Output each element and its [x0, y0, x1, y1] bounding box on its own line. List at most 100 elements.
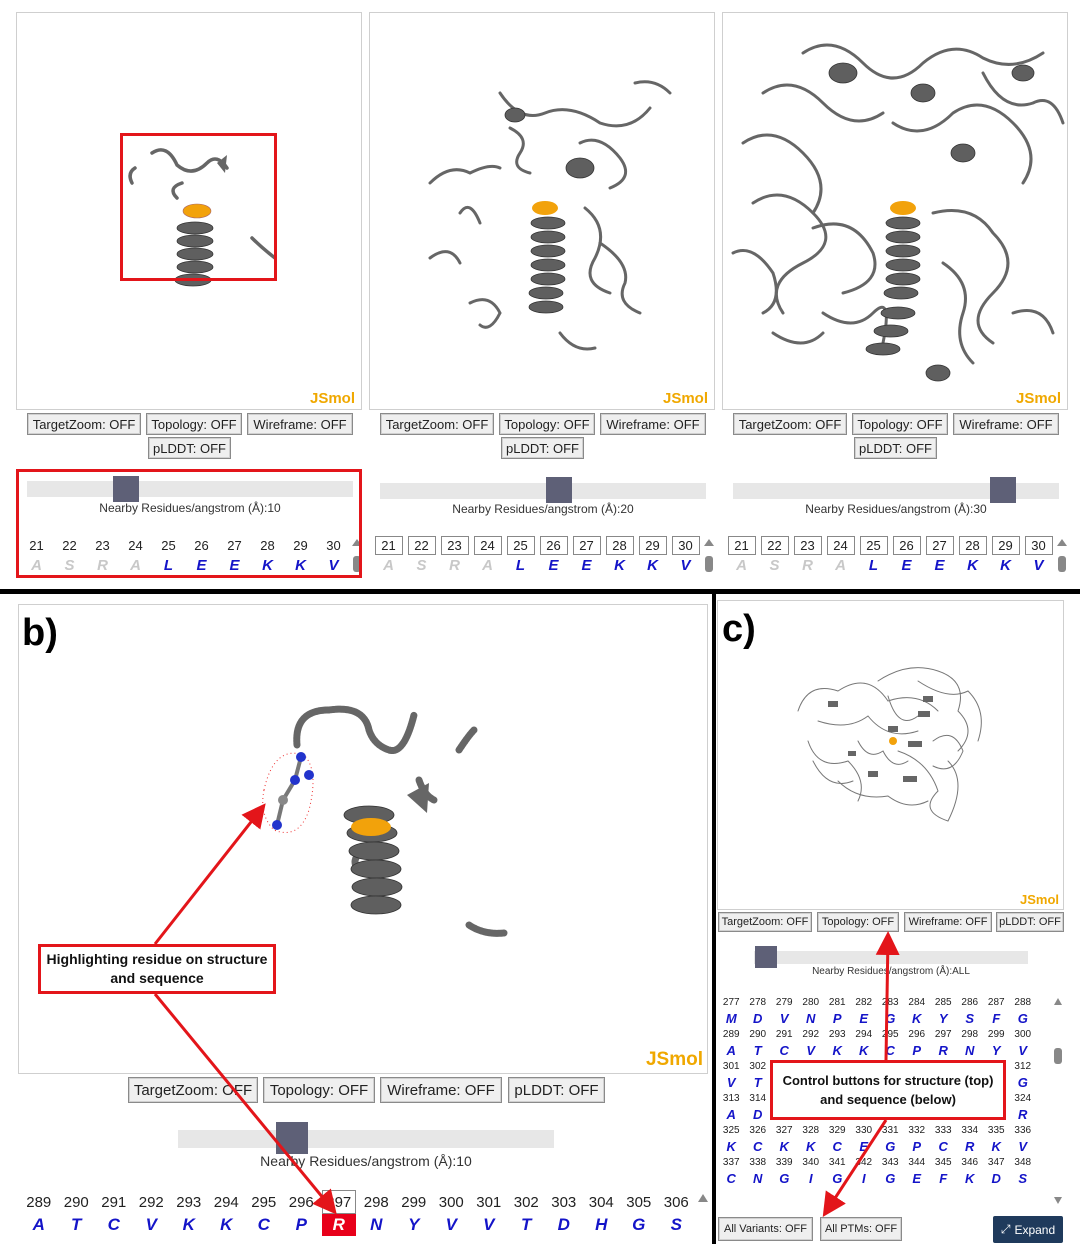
- nearby-residues-slider[interactable]: [27, 481, 353, 497]
- targetzoom-button[interactable]: TargetZoom: OFF: [733, 413, 847, 435]
- all-ptms-button[interactable]: All PTMs: OFF: [820, 1217, 902, 1241]
- wireframe-button[interactable]: Wireframe: OFF: [904, 912, 992, 932]
- targetzoom-button[interactable]: TargetZoom: OFF: [27, 413, 141, 435]
- topology-button[interactable]: Topology: OFF: [852, 413, 948, 435]
- targetzoom-button[interactable]: TargetZoom: OFF: [718, 912, 812, 932]
- wireframe-button[interactable]: Wireframe: OFF: [600, 413, 706, 435]
- wireframe-button[interactable]: Wireframe: OFF: [247, 413, 353, 435]
- topology-button[interactable]: Topology: OFF: [263, 1077, 375, 1103]
- expand-button[interactable]: ⤢ Expand: [993, 1216, 1063, 1243]
- all-variants-button[interactable]: All Variants: OFF: [718, 1217, 813, 1241]
- wireframe-button[interactable]: Wireframe: OFF: [953, 413, 1059, 435]
- plddt-button[interactable]: pLDDT: OFF: [854, 437, 937, 459]
- plddt-button[interactable]: pLDDT: OFF: [996, 912, 1064, 932]
- slider-thumb[interactable]: [113, 476, 139, 502]
- plddt-button[interactable]: pLDDT: OFF: [508, 1077, 605, 1103]
- targetzoom-button[interactable]: TargetZoom: OFF: [380, 413, 494, 435]
- wireframe-button[interactable]: Wireframe: OFF: [380, 1077, 502, 1103]
- slider-thumb[interactable]: [990, 477, 1016, 503]
- topology-button[interactable]: Topology: OFF: [146, 413, 242, 435]
- structure-viewer-3[interactable]: JSmol: [722, 12, 1068, 410]
- plddt-button[interactable]: pLDDT: OFF: [501, 437, 584, 459]
- structure-viewer-2[interactable]: JSmol: [369, 12, 715, 410]
- nearby-residues-slider[interactable]: [733, 483, 1059, 499]
- structure-viewer-c[interactable]: JSmol: [717, 600, 1064, 910]
- plddt-button[interactable]: pLDDT: OFF: [148, 437, 231, 459]
- sequence-scrollbar[interactable]: [702, 536, 716, 576]
- sequence-scrollbar[interactable]: [1052, 994, 1064, 1208]
- topology-button[interactable]: Topology: OFF: [817, 912, 899, 932]
- slider-thumb[interactable]: [755, 946, 777, 968]
